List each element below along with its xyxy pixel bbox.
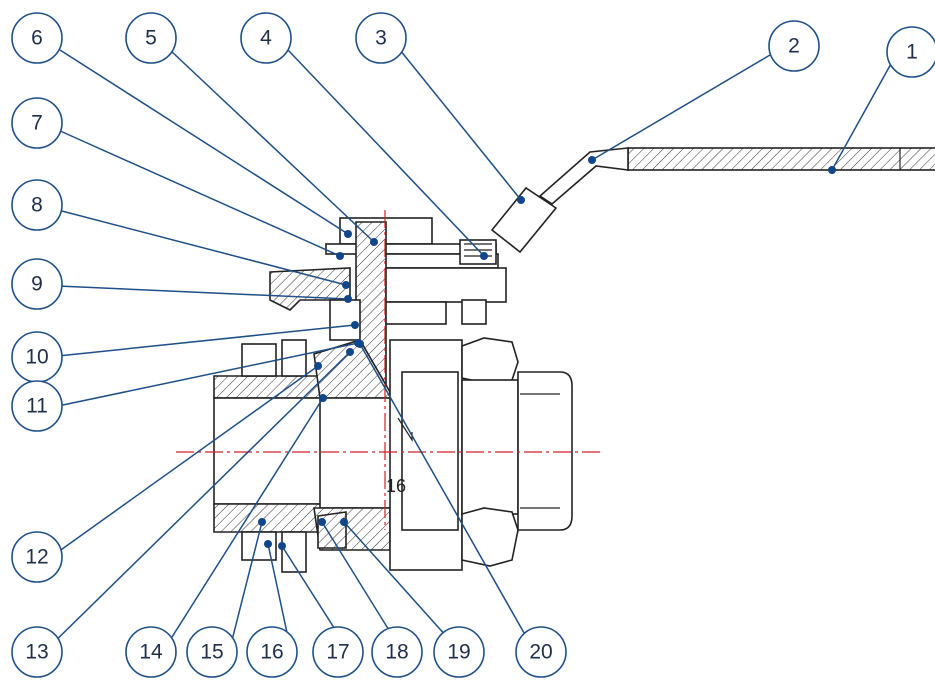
svg-text:18: 18 (385, 641, 408, 664)
svg-text:15: 15 (200, 641, 223, 664)
callout-18: 18 (371, 626, 423, 678)
callout-2: 2 (768, 20, 820, 72)
callout-8: 8 (11, 179, 63, 231)
svg-text:8: 8 (31, 194, 43, 217)
svg-text:16: 16 (260, 641, 283, 664)
svg-text:1: 1 (906, 41, 918, 64)
right-end-nut (461, 337, 573, 567)
callout-10: 10 (11, 331, 63, 383)
callout-6: 6 (11, 12, 63, 64)
callout-14: 14 (125, 626, 177, 678)
callout-11: 11 (11, 380, 63, 432)
svg-text:13: 13 (25, 641, 48, 664)
handle-bar (627, 147, 935, 171)
svg-text:20: 20 (529, 641, 552, 664)
svg-text:12: 12 (25, 546, 48, 569)
callout-16: 16 (246, 626, 298, 678)
callout-12: 12 (11, 531, 63, 583)
svg-text:4: 4 (260, 27, 272, 50)
gland-housing (329, 267, 507, 341)
svg-text:9: 9 (31, 273, 43, 296)
leader-dots (258, 156, 836, 550)
svg-text:11: 11 (26, 395, 48, 418)
svg-text:14: 14 (139, 641, 163, 664)
callout-7: 7 (11, 97, 63, 149)
valve-body: 16 (313, 339, 463, 571)
callout-15: 15 (186, 626, 238, 678)
svg-text:2: 2 (788, 35, 800, 58)
body-marking: 16 (386, 476, 406, 496)
svg-text:3: 3 (375, 27, 387, 50)
callout-5: 5 (125, 12, 177, 64)
svg-text:10: 10 (25, 346, 48, 369)
left-end-cap (213, 339, 331, 573)
svg-text:19: 19 (447, 641, 470, 664)
svg-text:7: 7 (31, 112, 43, 135)
callout-17: 17 (312, 626, 364, 678)
callout-3: 3 (355, 12, 407, 64)
leader-lines (39, 49, 893, 657)
svg-text:6: 6 (31, 27, 43, 50)
svg-text:17: 17 (326, 641, 349, 664)
callout-4: 4 (240, 12, 292, 64)
handle-sleeve (490, 186, 558, 254)
callout-1: 1 (886, 26, 935, 78)
svg-text:5: 5 (145, 27, 157, 50)
callout-13: 13 (11, 626, 63, 678)
handle-neck (538, 147, 629, 206)
callout-9: 9 (11, 258, 63, 310)
callout-20: 20 (515, 626, 567, 678)
callout-19: 19 (433, 626, 485, 678)
